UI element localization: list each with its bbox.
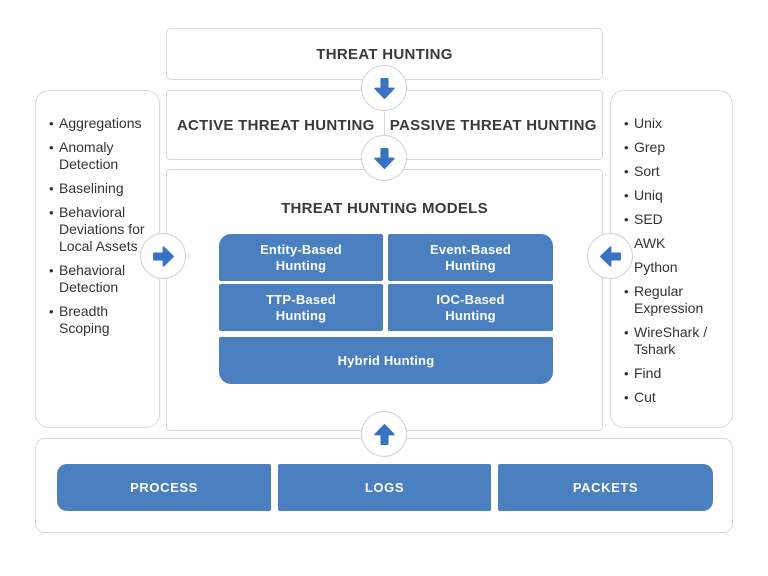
list-item: Breadth Scoping (49, 303, 153, 337)
passive-threat-hunting-label: PASSIVE THREAT HUNTING (389, 116, 597, 134)
techniques-list: Aggregations Anomaly Detection Baselinin… (36, 91, 159, 337)
left-arrow-icon (599, 245, 621, 267)
list-item: WireShark / Tshark (624, 324, 726, 358)
list-item: AWK (624, 235, 726, 252)
list-item: Behavioral Deviations for Local Assets (49, 204, 153, 255)
passive-threat-hunting-cell: PASSIVE THREAT HUNTING (385, 91, 603, 159)
tools-list: Unix Grep Sort Uniq SED AWK Python Regul… (611, 91, 732, 406)
list-item: Python (624, 259, 726, 276)
list-item: SED (624, 211, 726, 228)
active-threat-hunting-label: ACTIVE THREAT HUNTING (176, 116, 375, 134)
ttp-based-hunting-button: TTP-Based Hunting (219, 284, 383, 331)
hunting-types-box: ACTIVE THREAT HUNTING PASSIVE THREAT HUN… (166, 90, 603, 160)
packets-button: PACKETS (498, 464, 713, 511)
process-button: PROCESS (57, 464, 271, 511)
list-item: Unix (624, 115, 726, 132)
threat-hunting-title: THREAT HUNTING (316, 45, 453, 63)
threat-hunting-models-box: THREAT HUNTING MODELS Entity-Based Hunti… (166, 169, 603, 431)
down-arrow-icon (373, 147, 395, 169)
connector-circle (587, 233, 633, 279)
right-arrow-icon (152, 245, 174, 267)
list-item: Anomaly Detection (49, 139, 153, 173)
list-item: Find (624, 365, 726, 382)
list-item: Grep (624, 139, 726, 156)
data-sources-box: PROCESS LOGS PACKETS (35, 438, 733, 533)
connector-circle (361, 65, 407, 111)
list-item: Uniq (624, 187, 726, 204)
list-item: Cut (624, 389, 726, 406)
down-arrow-icon (373, 77, 395, 99)
hybrid-hunting-button: Hybrid Hunting (219, 337, 553, 384)
connector-circle (140, 233, 186, 279)
logs-button: LOGS (278, 464, 491, 511)
active-threat-hunting-cell: ACTIVE THREAT HUNTING (167, 91, 385, 159)
entity-based-hunting-button: Entity-Based Hunting (219, 234, 383, 281)
models-title: THREAT HUNTING MODELS (281, 200, 488, 217)
connector-circle (361, 135, 407, 181)
list-item: Baselining (49, 180, 153, 197)
list-item: Behavioral Detection (49, 262, 153, 296)
up-arrow-icon (373, 423, 395, 445)
list-item: Sort (624, 163, 726, 180)
event-based-hunting-button: Event-Based Hunting (388, 234, 553, 281)
ioc-based-hunting-button: IOC-Based Hunting (388, 284, 553, 331)
list-item: Aggregations (49, 115, 153, 132)
connector-circle (361, 411, 407, 457)
list-item: Regular Expression (624, 283, 726, 317)
vertical-divider (383, 91, 386, 159)
